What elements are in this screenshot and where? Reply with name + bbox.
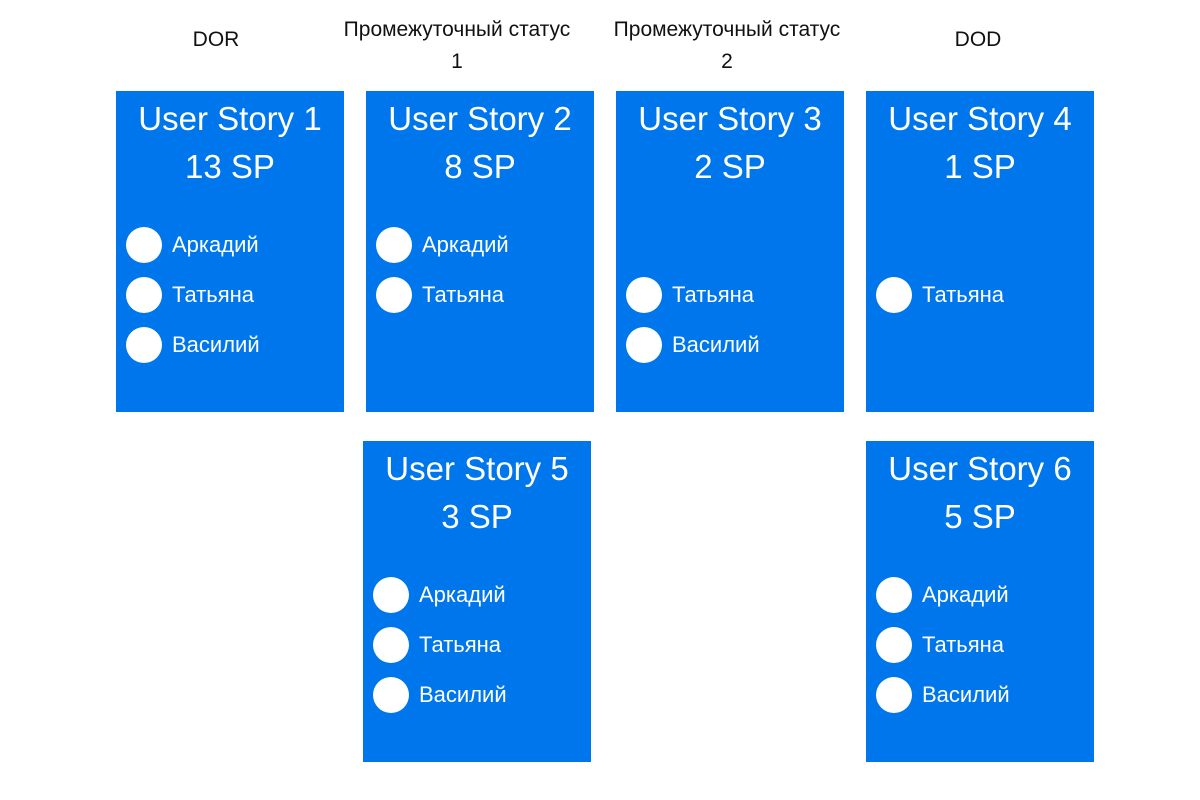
- assignee-name: Татьяна: [422, 282, 505, 307]
- avatar: [126, 227, 162, 263]
- avatar: [376, 227, 412, 263]
- assignee: Татьяна: [373, 627, 501, 663]
- assignee-name: Татьяна: [419, 632, 502, 657]
- column-header-status-1: Промежуточный статус 1: [343, 18, 571, 73]
- card-title: User Story 2: [388, 100, 572, 137]
- card-title: User Story 6: [888, 450, 1072, 487]
- story-card-2[interactable]: User Story 2 8 SP Аркадий Татьяна: [366, 91, 594, 412]
- story-card-5[interactable]: User Story 5 3 SP Аркадий Татьяна Васили…: [363, 441, 591, 762]
- assignee: Татьяна: [876, 277, 1004, 313]
- assignee-name: Василий: [172, 332, 260, 357]
- card-title: User Story 1: [138, 100, 322, 137]
- avatar: [376, 277, 412, 313]
- story-card-3[interactable]: User Story 3 2 SP Татьяна Василий: [616, 91, 844, 412]
- assignee-name: Василий: [419, 682, 507, 707]
- avatar: [876, 627, 912, 663]
- avatar: [126, 277, 162, 313]
- card-title: User Story 3: [638, 100, 822, 137]
- assignee-name: Аркадий: [922, 582, 1009, 607]
- avatar: [876, 677, 912, 713]
- assignee: Аркадий: [376, 227, 509, 263]
- assignee: Татьяна: [376, 277, 504, 313]
- story-card-4[interactable]: User Story 4 1 SP Татьяна: [866, 91, 1094, 412]
- avatar: [876, 277, 912, 313]
- assignee: Татьяна: [626, 277, 754, 313]
- assignee: Татьяна: [876, 627, 1004, 663]
- assignee-name: Татьяна: [922, 632, 1005, 657]
- column-header-dor: DOR: [192, 28, 240, 51]
- assignee: Татьяна: [126, 277, 254, 313]
- avatar: [126, 327, 162, 363]
- assignee-name: Татьяна: [172, 282, 255, 307]
- story-card-6[interactable]: User Story 6 5 SP Аркадий Татьяна Васили…: [866, 441, 1094, 762]
- card-title: User Story 5: [385, 450, 569, 487]
- story-points: 2 SP: [694, 148, 766, 185]
- avatar: [373, 627, 409, 663]
- assignee: Василий: [626, 327, 760, 363]
- assignee: Василий: [876, 677, 1010, 713]
- assignee: Аркадий: [126, 227, 259, 263]
- column-header-status-2: Промежуточный статус 2: [613, 18, 841, 73]
- assignee-name: Василий: [922, 682, 1010, 707]
- story-points: 3 SP: [441, 498, 513, 535]
- assignee-name: Аркадий: [172, 232, 259, 257]
- column-header-dod: DOD: [954, 28, 1002, 51]
- avatar: [626, 327, 662, 363]
- avatar: [626, 277, 662, 313]
- assignee: Василий: [126, 327, 260, 363]
- assignee-name: Василий: [672, 332, 760, 357]
- avatar: [373, 677, 409, 713]
- avatar: [373, 577, 409, 613]
- assignee-name: Аркадий: [419, 582, 506, 607]
- story-points: 8 SP: [444, 148, 516, 185]
- story-points: 13 SP: [185, 148, 275, 185]
- story-card-1[interactable]: User Story 1 13 SP Аркадий Татьяна Васил…: [116, 91, 344, 412]
- story-points: 1 SP: [944, 148, 1016, 185]
- assignee: Василий: [373, 677, 507, 713]
- assignee-name: Татьяна: [922, 282, 1005, 307]
- story-points: 5 SP: [944, 498, 1016, 535]
- assignee-name: Татьяна: [672, 282, 755, 307]
- avatar: [876, 577, 912, 613]
- card-title: User Story 4: [888, 100, 1072, 137]
- assignee: Аркадий: [373, 577, 506, 613]
- assignee-name: Аркадий: [422, 232, 509, 257]
- assignee: Аркадий: [876, 577, 1009, 613]
